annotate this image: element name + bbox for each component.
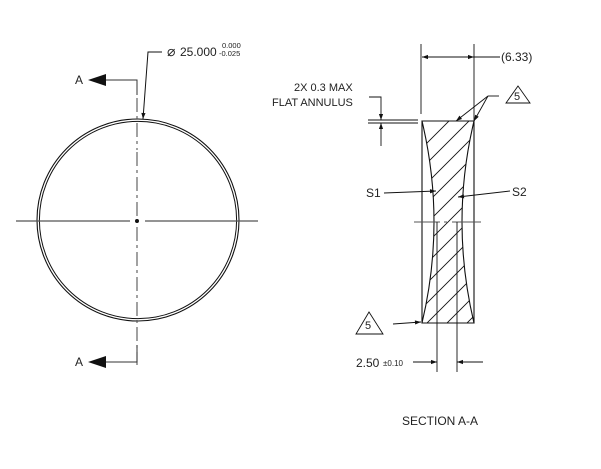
surface-label-s1: S1 (366, 186, 381, 200)
section-arrow-top (88, 74, 106, 86)
diameter-value: 25.000 (180, 45, 217, 59)
note-flag-triangle-top (505, 85, 531, 104)
section-arrow-bottom (88, 356, 106, 368)
section-label-top: A (75, 73, 84, 87)
diameter-symbol: ⌀ (167, 43, 176, 59)
section-title: SECTION A-A (402, 414, 479, 428)
reference-dimension: (6.33) (501, 50, 533, 64)
diameter-tolerance: 0.000 -0.025 (219, 42, 241, 58)
lens-inner-edge (38, 120, 238, 320)
center-thickness-tolerance: ±0.10 (383, 359, 403, 368)
annulus-note-line2: FLAT ANNULUS (272, 97, 353, 109)
diameter-tol-lower: -0.025 (219, 49, 241, 58)
lens-outer-edge (36, 118, 240, 322)
section-label-bottom: A (75, 355, 84, 369)
note-flag-triangle-bottom (355, 311, 384, 335)
center-point (135, 219, 139, 223)
surface-label-s2: S2 (512, 185, 527, 199)
note-flag-bottom: 5 (365, 320, 372, 332)
section-line-top (102, 79, 138, 95)
annulus-note-line1: 2X 0.3 MAX (294, 82, 353, 94)
section-line-bottom (102, 345, 138, 363)
diameter-tol-upper: 0.000 (222, 41, 241, 50)
center-thickness-value: 2.50 (356, 356, 380, 370)
front-view (16, 51, 258, 368)
section-view (355, 44, 531, 372)
diameter-leader (141, 51, 162, 120)
note-flag-top: 5 (514, 91, 521, 103)
